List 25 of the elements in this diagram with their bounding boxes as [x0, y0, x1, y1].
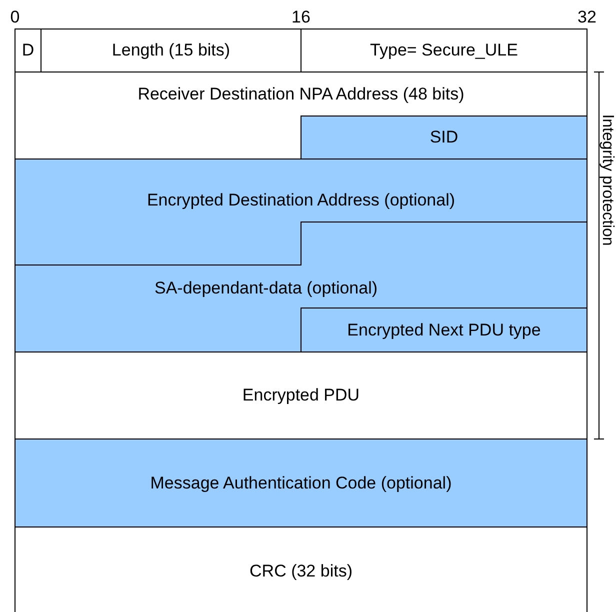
packet-field — [15, 439, 587, 527]
field-label: Type= Secure_ULE — [370, 42, 518, 58]
packet-field — [301, 29, 587, 72]
field-label: CRC (32 bits) — [250, 562, 352, 580]
field-label: SID — [430, 128, 458, 146]
field-label: Encrypted Next PDU type — [347, 322, 541, 338]
field-label: D — [22, 42, 34, 58]
bit-number: 32 — [578, 8, 596, 26]
packet-field — [15, 159, 587, 265]
bracket-label: Integrity protection — [599, 114, 615, 246]
field-label: Encrypted Destination Address (optional) — [146, 192, 456, 208]
field-label: Encrypted PDU — [242, 386, 360, 404]
packet-field — [301, 116, 587, 159]
bit-number: 16 — [292, 8, 310, 26]
bit-number: 0 — [10, 8, 20, 26]
field-label: SA-dependant-data (optional) — [154, 280, 378, 296]
field-label: Receiver Destination NPA Address (48 bits) — [138, 86, 464, 102]
packet-field — [15, 222, 587, 352]
field-label: Length (15 bits) — [112, 42, 230, 58]
packet-field — [15, 352, 587, 439]
packet-field — [15, 527, 587, 612]
packet-field — [15, 72, 587, 159]
packet-field — [301, 308, 587, 352]
field-label: Message Authentication Code (optional) — [150, 474, 452, 492]
packet-field — [15, 29, 41, 72]
